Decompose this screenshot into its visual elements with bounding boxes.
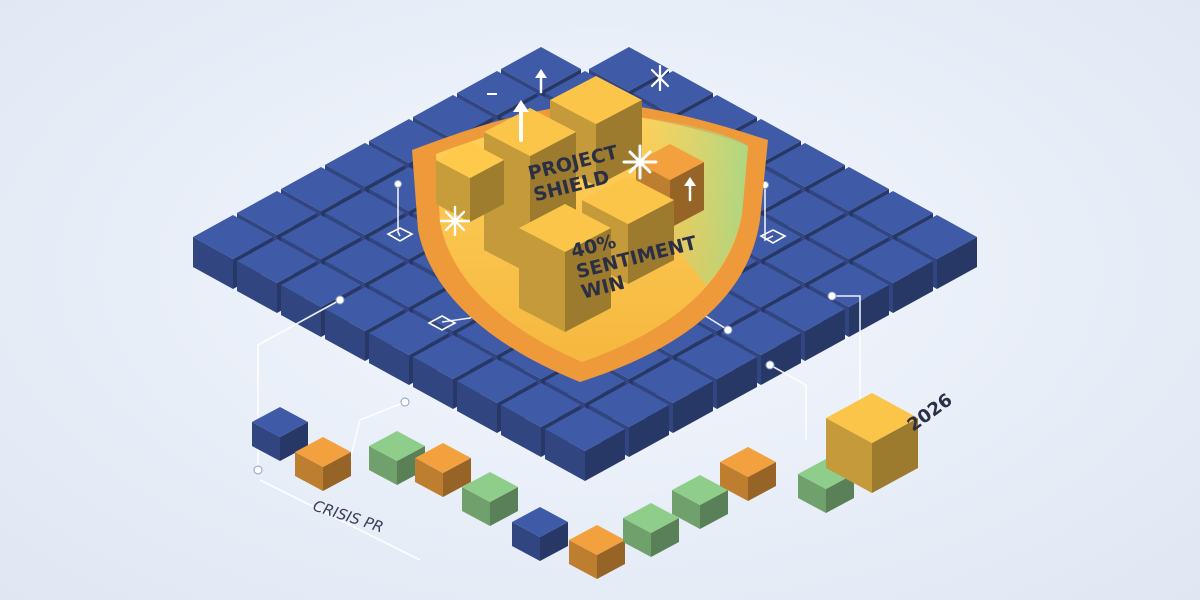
path-block [672,475,728,529]
path-block [295,437,351,491]
navy-tile [545,407,625,481]
socket-markers [386,227,787,331]
path-block [798,459,854,513]
path-block [462,472,518,526]
connector-lines [257,184,873,561]
path-block [512,507,568,561]
arrow-up-icon [535,69,547,94]
path-block [720,447,776,501]
goal-block [826,393,918,493]
shield-block [436,142,504,222]
arrow-up-icon [684,177,696,202]
year-2026-label: 2026 [904,390,957,436]
path-block [569,525,625,579]
path-block [369,431,425,485]
path-block [252,407,308,461]
sparkle-icon [439,205,471,237]
shield-block [519,204,611,332]
path-block [415,443,471,497]
crisis-pr-label: CRISIS PR [311,497,386,537]
shield-blocks [436,76,704,332]
sparkle-icon [622,144,658,180]
path-block [623,503,679,557]
sparkle-icon [650,64,670,92]
timeline-path [252,393,918,579]
arrow-up-icon [513,100,529,142]
